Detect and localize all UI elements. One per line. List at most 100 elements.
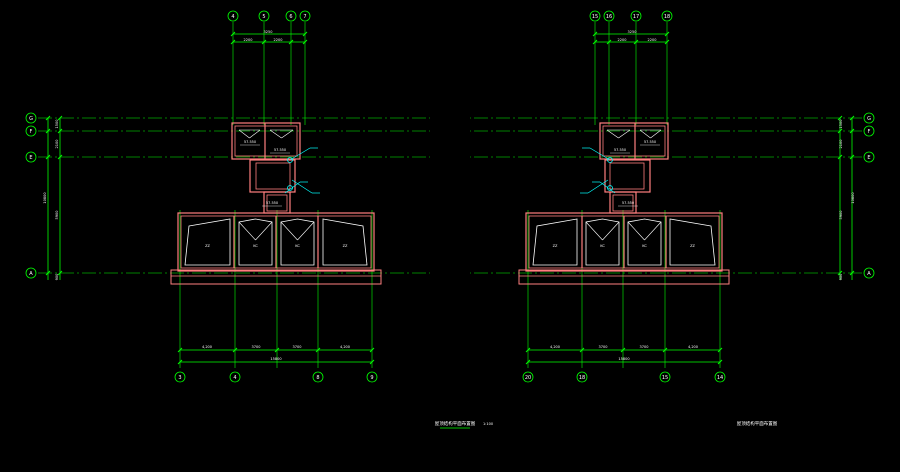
bottom-axis-bubble-8-circle	[312, 371, 324, 383]
side-axis-bubble-G-circle	[25, 112, 37, 124]
top-axis-bubble-16-label: 16	[606, 14, 612, 20]
upper-roof-line	[650, 129, 662, 139]
side-axis-bubble-G-circle	[863, 112, 875, 124]
bottom-dim-tick	[274, 347, 280, 353]
top-dim-tick	[261, 39, 267, 45]
left-plan-scale: 1:100	[483, 422, 493, 426]
side-axis-bubble-F-circle	[863, 125, 875, 137]
bottom-dim-value: 3700	[599, 345, 608, 349]
bottom-axis-bubble-15-circle	[659, 371, 671, 383]
stair-lower-inner	[612, 194, 634, 212]
upper-roof-line	[269, 129, 282, 139]
roof-ridge-line	[280, 221, 298, 241]
top-axis-bubble-7-label: 7	[303, 14, 306, 20]
roof-slope-outline	[322, 218, 368, 266]
annotation-marker	[607, 185, 613, 191]
bottom-dim-value: 3700	[640, 345, 649, 349]
side-dim-tick-outer	[849, 115, 855, 121]
bottom-axis-bubble-14-label: 14	[717, 375, 723, 381]
roof-ridge-line	[585, 221, 603, 241]
top-dim-value-1: 2200	[244, 38, 253, 42]
top-axis-bubble-5-label: 5	[262, 14, 265, 20]
roof-ridge-line	[255, 221, 273, 241]
annotation-marker	[287, 157, 293, 163]
foundation-strip	[170, 269, 382, 285]
bottom-dim-tick	[369, 347, 375, 353]
elevation-text: 57.550	[274, 148, 286, 152]
roof-slope-outline	[585, 218, 620, 266]
stair-lower-outline	[609, 191, 637, 214]
annotation-marker	[287, 185, 293, 191]
upper-roof-line	[639, 129, 651, 139]
top-dim-total: 3250	[628, 30, 637, 34]
side-dim-tick-inner	[57, 128, 63, 134]
side-dim-value: 900	[839, 274, 843, 281]
side-dim-tick-inner	[57, 270, 63, 276]
side-dim-total: 10800	[43, 192, 47, 203]
bottom-axis-bubble-4-label: 4	[233, 375, 236, 381]
top-axis-bubble-16-circle	[603, 10, 615, 22]
side-dim-tick-inner	[57, 154, 63, 160]
stair-core-inner	[609, 162, 645, 190]
top-dim-tick	[592, 39, 598, 45]
upper-roof-line	[606, 129, 619, 139]
bottom-dim-total: 15800	[618, 357, 629, 361]
side-dim-tick-outer	[849, 128, 855, 134]
bottom-axis-bubble-20-circle	[522, 371, 534, 383]
bottom-axis-bubble-20-label: 20	[525, 375, 531, 381]
side-axis-bubble-E-circle	[25, 151, 37, 163]
room-label: ZZ	[690, 244, 695, 248]
side-dim-total: 10800	[851, 192, 855, 203]
elevation-text: 57.550	[244, 140, 256, 144]
side-axis-bubble-E-label: E	[29, 155, 32, 161]
bottom-dim-tick	[525, 359, 531, 365]
side-dim-tick-outer	[45, 270, 51, 276]
top-axis-bubble-6-label: 6	[289, 14, 292, 20]
upper-room-inner	[234, 125, 298, 157]
side-axis-bubble-F-circle	[25, 125, 37, 137]
top-dim-tick	[606, 39, 612, 45]
right-plan-title: 屋顶结构平面布置图	[737, 420, 778, 427]
side-dim-value: 5900	[839, 211, 843, 220]
side-axis-bubble-G-label: G	[867, 116, 871, 122]
side-dim-tick-inner	[837, 128, 843, 134]
side-dim-tick-outer	[849, 270, 855, 276]
top-dim-tick	[230, 31, 236, 37]
top-dim-value-1: 2200	[648, 38, 657, 42]
top-axis-bubble-7-circle	[299, 10, 311, 22]
bottom-dim-tick	[662, 347, 668, 353]
stair-lower-outline	[263, 191, 291, 214]
roof-ridge-line	[238, 221, 256, 241]
top-axis-bubble-4-label: 4	[231, 14, 234, 20]
elevation-text: 57.550	[644, 140, 656, 144]
roof-slope-outline	[627, 218, 662, 266]
side-dim-tick-inner	[837, 115, 843, 121]
top-dim-tick	[664, 31, 670, 37]
bottom-dim-tick	[579, 347, 585, 353]
room-label: KC	[642, 244, 647, 248]
bottom-axis-bubble-18-circle	[576, 371, 588, 383]
bottom-axis-bubble-15-label: 15	[662, 375, 668, 381]
room-label: ZZ	[553, 244, 558, 248]
annotation-marker	[607, 157, 613, 163]
bottom-dim-tick	[177, 347, 183, 353]
side-axis-bubble-F-label: F	[30, 129, 33, 135]
stair-lower-inner	[266, 194, 288, 212]
side-dim-tick-outer	[45, 115, 51, 121]
top-axis-bubble-6-circle	[285, 10, 297, 22]
foundation-strip	[518, 269, 730, 285]
top-axis-bubble-17-circle	[630, 10, 642, 22]
bottom-dim-value: 3700	[252, 345, 261, 349]
room-label: ZZ	[343, 244, 348, 248]
side-axis-bubble-G-label: G	[29, 116, 33, 122]
top-axis-bubble-18-label: 18	[664, 14, 670, 20]
bottom-dim-tick	[369, 359, 375, 365]
top-dim-tick	[664, 39, 670, 45]
top-dim-total: 3250	[264, 30, 273, 34]
bottom-dim-tick	[525, 347, 531, 353]
bottom-dim-tick	[717, 359, 723, 365]
bottom-dim-value: 4,200	[688, 345, 698, 349]
roof-slope-outline	[532, 218, 578, 266]
